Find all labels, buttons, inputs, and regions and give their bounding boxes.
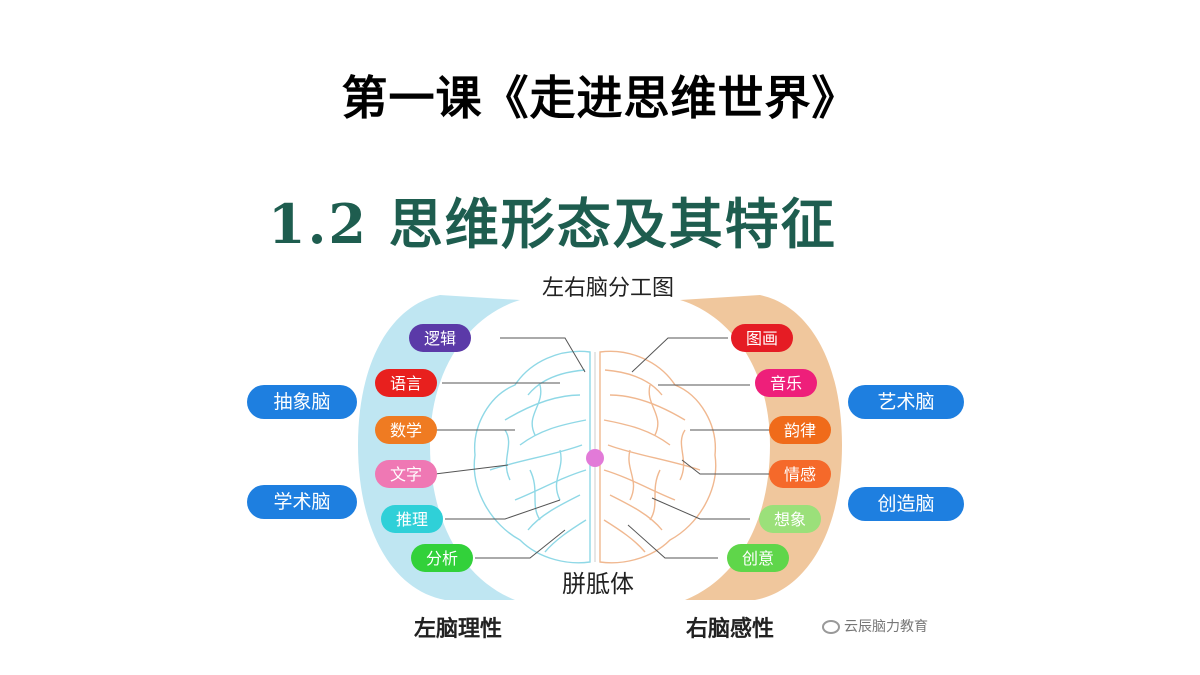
left-side-label-0-label: 抽象脑: [273, 391, 330, 413]
left-pill-2-label: 数学: [390, 421, 422, 440]
right-side-label-0-label: 艺术脑: [877, 391, 934, 413]
right-pill-0-shape: [731, 324, 793, 352]
connector-lines: [434, 337, 770, 559]
right-side-label-0: 艺术脑: [848, 385, 964, 419]
right-pill-2-shape: [769, 416, 831, 444]
right-side-label-0-shape: [848, 385, 964, 419]
left-pill-0-shape: [409, 324, 471, 352]
diagram-heading: 左右脑分工图: [542, 276, 674, 301]
right-pill-3-shape: [769, 460, 831, 488]
left-hemisphere: [473, 350, 591, 564]
right-pill-5-label: 创意: [742, 549, 774, 568]
right-hemisphere: [599, 350, 717, 564]
left-pill-5-label: 分析: [426, 549, 458, 568]
left-pill-5-shape: [411, 544, 473, 572]
right-pill-2: 韵律: [769, 416, 831, 444]
left-side-label-1-label: 学术脑: [273, 491, 330, 513]
left-brain-caption: 左脑理性: [414, 616, 502, 642]
left-pill-1-label: 语言: [390, 374, 422, 393]
chat-bubble-icon: [822, 620, 840, 634]
left-pill-2-shape: [375, 416, 437, 444]
left-pill-3: 文字: [375, 460, 437, 488]
right-side-label-1-label: 创造脑: [877, 493, 934, 515]
right-pill-4-label: 想象: [774, 510, 806, 529]
right-pill-1-label: 音乐: [770, 374, 802, 393]
right-pill-3: 情感: [769, 460, 831, 488]
left-pill-0: 逻辑: [409, 324, 471, 352]
left-pill-0-label: 逻辑: [424, 329, 456, 348]
left-pill-1: 语言: [375, 369, 437, 397]
left-pill-1-shape: [375, 369, 437, 397]
left-pill-2: 数学: [375, 416, 437, 444]
section-subtitle: 1.2 思维形态及其特征: [268, 192, 837, 256]
left-pill-5: 分析: [411, 544, 473, 572]
right-brain-caption: 右脑感性: [686, 616, 774, 642]
corpus-callosum-dot: [586, 449, 604, 467]
right-pill-5-shape: [727, 544, 789, 572]
left-pill-3-label: 文字: [390, 465, 422, 484]
right-pill-5: 创意: [727, 544, 789, 572]
left-side-label-1: 学术脑: [247, 485, 357, 519]
watermark-text: 云辰脑力教育: [844, 619, 928, 635]
page-title: 第一课《走进思维世界》: [341, 71, 859, 125]
right-side-label-1: 创造脑: [848, 487, 964, 521]
left-pill-3-shape: [375, 460, 437, 488]
corpus-callosum-label: 胼胝体: [562, 570, 634, 598]
left-pill-4: 推理: [381, 505, 443, 533]
right-pill-0-label: 图画: [746, 329, 778, 348]
left-side-label-1-shape: [247, 485, 357, 519]
right-pill-0: 图画: [731, 324, 793, 352]
right-pill-1-shape: [755, 369, 817, 397]
left-pill-4-label: 推理: [396, 510, 428, 529]
right-pill-4-shape: [759, 505, 821, 533]
left-side-label-0-shape: [247, 385, 357, 419]
right-pill-1: 音乐: [755, 369, 817, 397]
right-pill-3-label: 情感: [784, 465, 816, 484]
right-pill-4: 想象: [759, 505, 821, 533]
right-pill-2-label: 韵律: [784, 421, 816, 440]
left-pill-4-shape: [381, 505, 443, 533]
watermark: 云辰脑力教育: [822, 616, 928, 636]
right-side-label-1-shape: [848, 487, 964, 521]
left-side-label-0: 抽象脑: [247, 385, 357, 419]
